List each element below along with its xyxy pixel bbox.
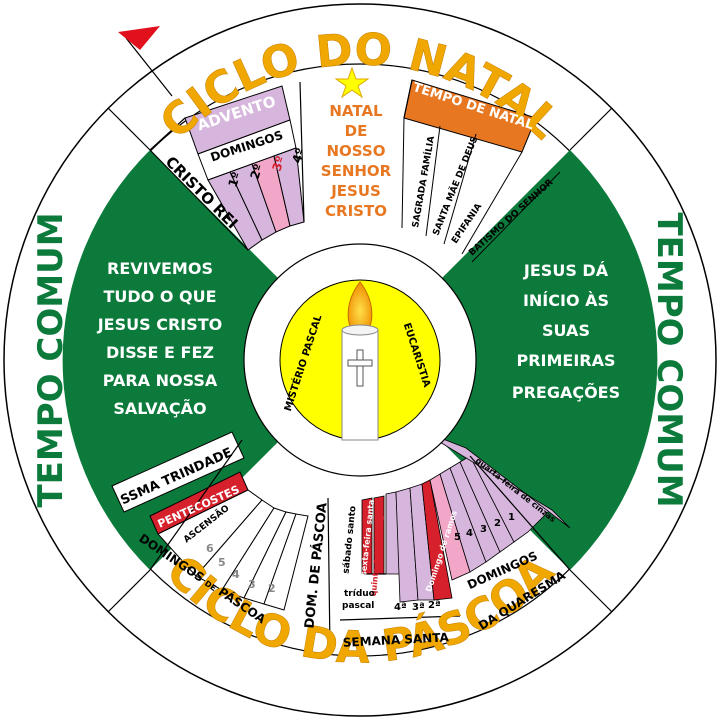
holy-week-3: 3ª (412, 602, 425, 613)
easter-sunday-5: 5 (218, 556, 226, 569)
easter-sunday-6: 6 (206, 542, 214, 555)
svg-text:REVIVEMOS: REVIVEMOS (107, 259, 213, 278)
svg-text:NOSSO: NOSSO (327, 142, 386, 160)
svg-text:TUDO O QUE: TUDO O QUE (103, 287, 216, 306)
lent-5: 5 (454, 532, 461, 543)
advent-sunday-1: 1º (226, 170, 244, 189)
svg-text:SENHOR: SENHOR (321, 162, 392, 180)
triduo-label-2: pascal (342, 601, 374, 611)
lent-1: 1 (508, 512, 515, 523)
easter-sunday-2: 2 (268, 582, 276, 595)
lent-2: 2 (494, 518, 501, 529)
svg-text:SUAS: SUAS (542, 321, 590, 340)
svg-text:INÍCIO ÀS: INÍCIO ÀS (523, 291, 609, 310)
easter-sunday-3: 3 (248, 578, 256, 591)
natal-nosso-senhor: NATAL DE NOSSO SENHOR JESUS CRISTO (321, 102, 392, 220)
tempo-de-natal-section (401, 79, 561, 263)
outer-dividers (107, 107, 613, 613)
tempo-comum-left-sector (62, 150, 360, 570)
svg-text:CRISTO: CRISTO (325, 202, 387, 220)
triduo-label-1: tríduo (344, 589, 375, 599)
advent-sunday-4: 4º (290, 146, 308, 165)
svg-text:JESUS CRISTO: JESUS CRISTO (97, 315, 223, 334)
comum-left-text: REVIVEMOS TUDO O QUE JESUS CRISTO DISSE … (97, 259, 223, 418)
svg-text:PREGAÇÕES: PREGAÇÕES (512, 383, 620, 402)
svg-text:NATAL: NATAL (329, 102, 383, 120)
advent-sunday-3: 3º (270, 154, 288, 173)
svg-text:PARA NOSSA: PARA NOSSA (103, 371, 218, 390)
advent-section (184, 85, 305, 251)
tempo-comum-left: TEMPO COMUM (31, 212, 71, 507)
svg-text:DISSE E FEZ: DISSE E FEZ (106, 343, 214, 362)
svg-text:JESUS: JESUS (330, 182, 381, 200)
lent-4: 4 (466, 528, 473, 539)
svg-text:DE: DE (345, 122, 368, 140)
comum-right-text: JESUS DÁ INÍCIO ÀS SUAS PRIMEIRAS PREGAÇ… (512, 261, 620, 402)
pascoa-section (111, 429, 571, 611)
star-icon (334, 66, 370, 99)
bottom-dividers (149, 439, 571, 651)
advent-sunday-2: 2º (248, 162, 266, 181)
svg-text:JESUS DÁ: JESUS DÁ (523, 261, 609, 280)
svg-text:SALVAÇÃO: SALVAÇÃO (113, 399, 206, 418)
svg-text:PRIMEIRAS: PRIMEIRAS (516, 351, 615, 370)
holy-week-2: 2ª (428, 600, 441, 611)
lent-3: 3 (480, 524, 487, 535)
top-dividers (149, 79, 413, 251)
easter-sunday-4: 4 (232, 568, 240, 581)
flag-marker (118, 26, 173, 97)
tempo-comum-right-sector (360, 150, 658, 570)
candle-icon (341, 281, 379, 441)
tempo-comum-right: TEMPO COMUM (649, 212, 689, 507)
semana-santa-label: SEMANA SANTA (342, 630, 449, 650)
holy-week-4: 4ª (394, 602, 407, 613)
